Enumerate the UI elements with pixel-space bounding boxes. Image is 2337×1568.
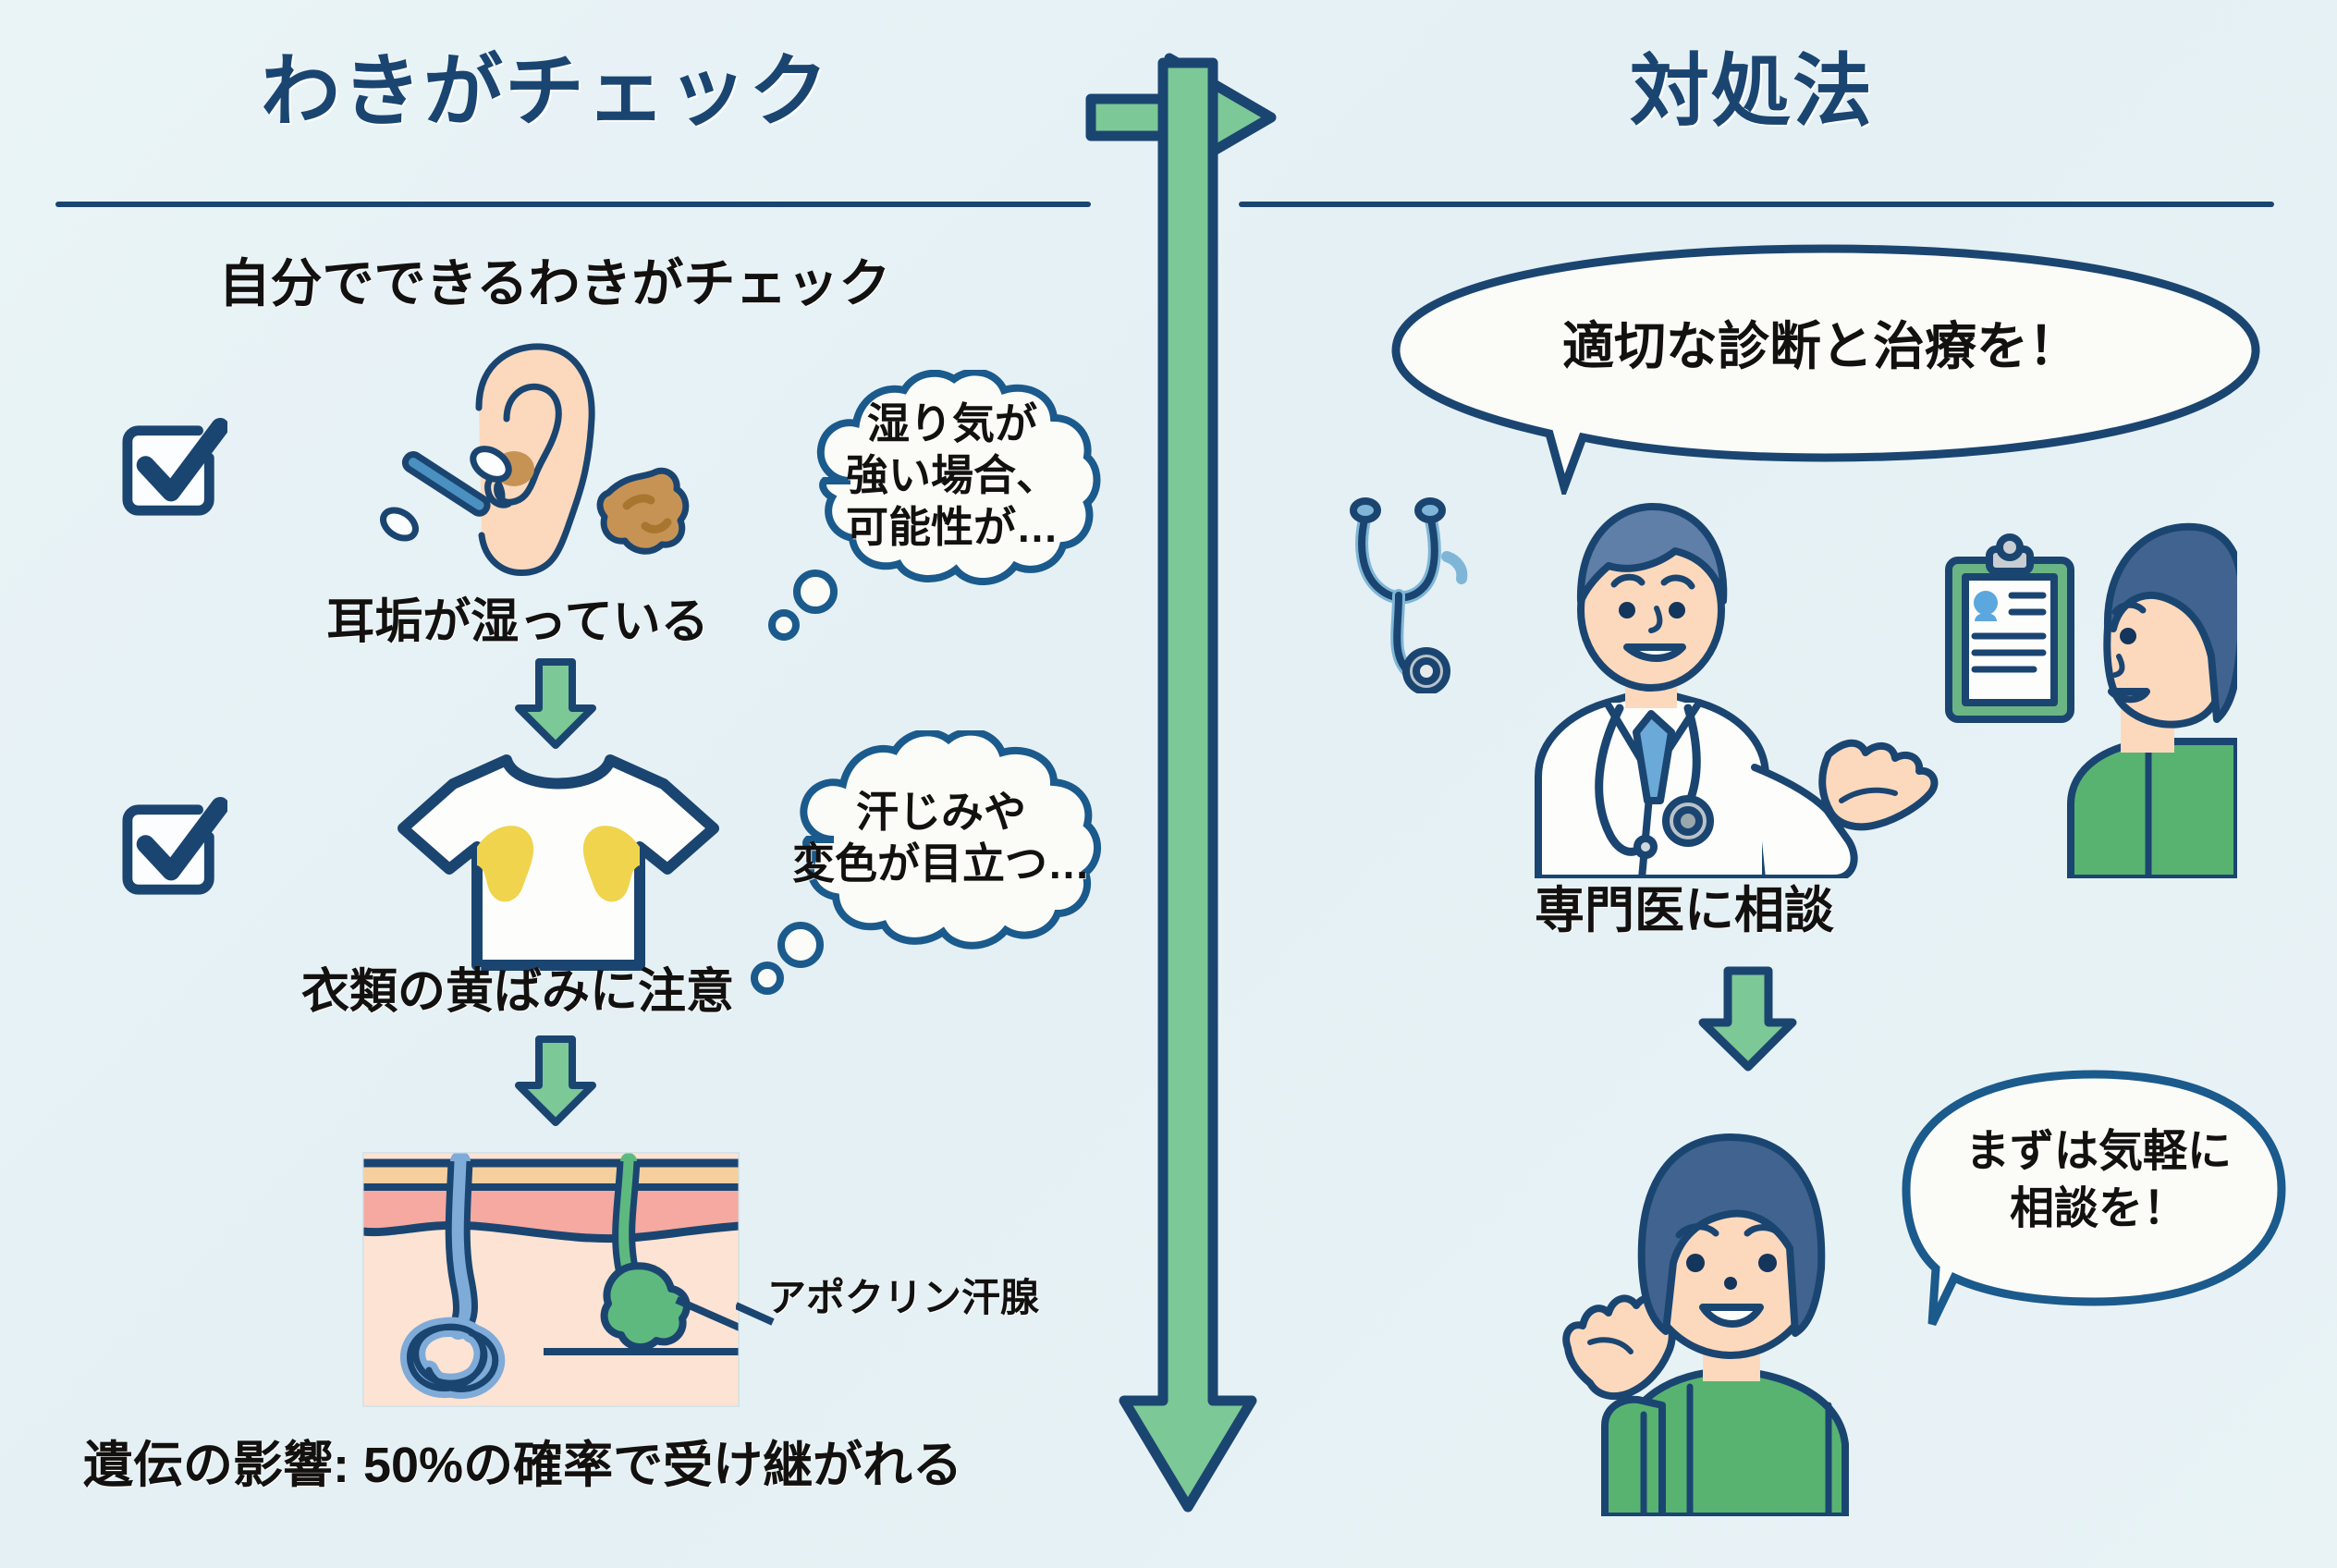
- woman-speech-text: まずは気軽に 相談を！: [1914, 1123, 2283, 1239]
- left-subtitle: 自分でできるわきがチェック: [218, 254, 891, 312]
- long-down-arrow-icon: [1119, 57, 1257, 1513]
- thought-1-line-2: 強い場合、: [846, 451, 1058, 500]
- leader-line-icon: [675, 1296, 740, 1331]
- stethoscope-icon: [1350, 497, 1468, 693]
- thought-1-line-3: 可能性が…: [846, 503, 1058, 552]
- thought-bubble-icon: [768, 370, 1101, 641]
- speech-bubble-icon: [1391, 244, 2260, 495]
- waving-woman-illustration: [1562, 1133, 1849, 1516]
- consult-caption: 専門医に相談: [1535, 883, 1834, 938]
- checked-checkbox-icon[interactable]: [118, 418, 227, 521]
- thought-1-text: 湿り気が 強い場合、 可能性が…: [777, 398, 1128, 553]
- check-1-caption: 耳垢が湿っている: [326, 595, 709, 649]
- thought-2-line-2: 変色が目立つ…: [792, 839, 1090, 888]
- thought-1-line-1: 湿り気が: [867, 399, 1037, 447]
- thought-2-line-1: 汗じみや: [856, 788, 1026, 836]
- thought-bubble-icon: [751, 730, 1102, 995]
- tshirt-with-yellow-underarm-stains-icon: [398, 754, 719, 971]
- page-title-right: 対処法: [1630, 47, 1874, 136]
- doctor-and-patient-illustration: [1535, 503, 2237, 878]
- down-arrow-icon: [515, 1035, 596, 1126]
- doctor-speech-text: 適切な診断と治療を！: [1562, 317, 2080, 375]
- thought-2-text: 汗じみや 変色が目立つ…: [756, 786, 1126, 889]
- leader-line-icon: [736, 1302, 775, 1326]
- checked-checkbox-icon[interactable]: [118, 797, 227, 900]
- check-2-caption: 衣類の黄ばみに注意: [300, 965, 734, 1019]
- divider-left: [55, 202, 1091, 207]
- apocrine-gland-label: アポクリン汗腺: [767, 1276, 1040, 1319]
- skin-cross-section-diagram: [362, 1152, 740, 1407]
- down-arrow-icon: [515, 658, 596, 749]
- ear-with-cotton-swab-and-earwax-icon: [380, 343, 690, 576]
- page-title-left: わきがチェック: [261, 47, 830, 136]
- divider-right: [1239, 202, 2274, 207]
- woman-speech-line-1: まずは気軽に: [1964, 1127, 2232, 1176]
- woman-speech-line-2: 相談を！: [2009, 1184, 2187, 1234]
- speech-bubble-icon: [1902, 1070, 2286, 1326]
- genetics-note: 遺伝の影響: 50%の確率で受け継がれる: [83, 1438, 963, 1493]
- down-arrow-icon: [1698, 966, 1797, 1072]
